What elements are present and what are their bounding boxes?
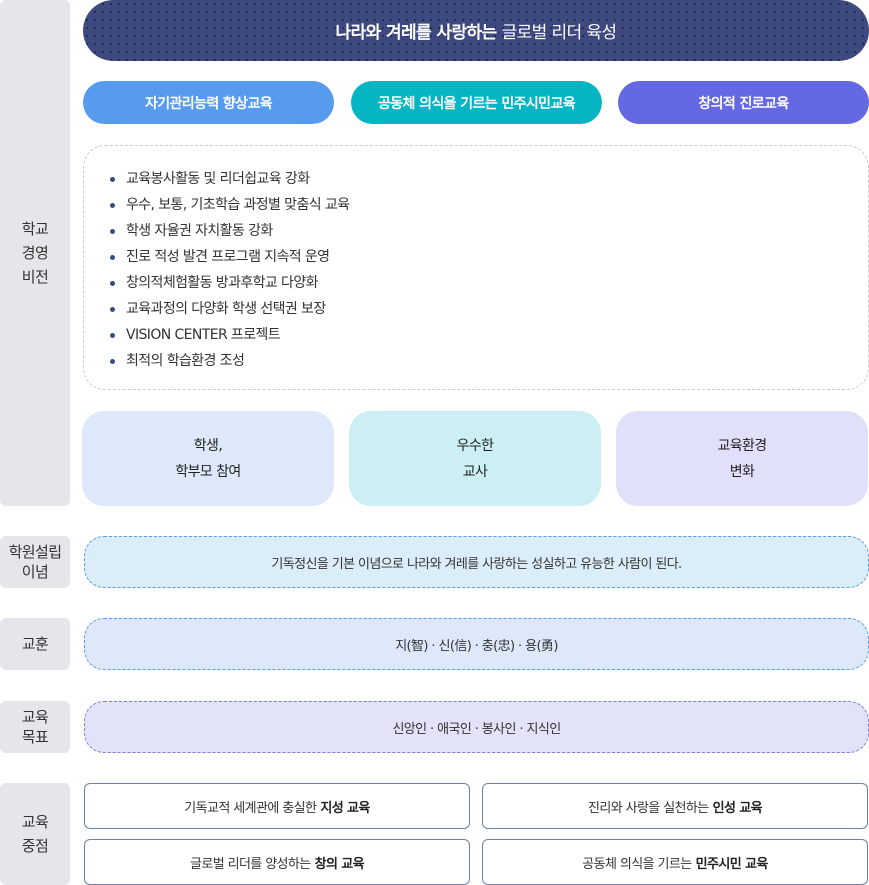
focus-intellect: 기독교적 세계관에 충실한 지성 교육 xyxy=(84,783,470,829)
pill-career-education: 창의적 진로교육 xyxy=(618,81,869,124)
motto-text-box: 지(智) · 신(信) · 충(忠) · 용(勇) xyxy=(84,618,869,670)
focus-regular-text: 진리와 사랑을 실천하는 xyxy=(587,800,709,816)
list-item: 학생 자율권 자치활동 강화 xyxy=(110,218,868,244)
list-item: 교육봉사활동 및 리더쉽교육 강화 xyxy=(110,166,868,192)
focus-civic: 공동체 의식을 기르는 민주시민 교육 xyxy=(482,839,868,885)
vision-list: 교육봉사활동 및 리더쉽교육 강화 우수, 보통, 기초학습 과정별 맞춤식 교… xyxy=(83,145,869,390)
founding-text-box: 기독정신을 기본 이념으로 나라와 겨레를 사랑하는 성실하고 유능한 사람이 … xyxy=(84,536,869,588)
pill-civic-education: 공동체 의식을 기르는 민주시민교육 xyxy=(351,81,602,124)
list-item: 교육과정의 다양화 학생 선택권 보장 xyxy=(110,296,868,322)
focus-bold-text: 지성 교육 xyxy=(320,800,370,816)
pill-self-management: 자기관리능력 향상교육 xyxy=(83,81,334,124)
side-label-focus: 교육 중점 xyxy=(0,783,70,885)
banner-bold-text: 나라와 겨레를 사랑하는 xyxy=(335,23,498,43)
card-line: 변화 xyxy=(729,463,755,480)
card-line: 우수한 xyxy=(456,437,494,454)
focus-regular-text: 기독교적 세계관에 충실한 xyxy=(184,800,317,816)
card-environment: 교육환경 변화 xyxy=(616,411,868,506)
card-teacher: 우수한 교사 xyxy=(349,411,601,506)
vision-banner: 나라와 겨레를 사랑하는 글로벌 리더 육성 xyxy=(83,0,869,61)
list-item: 최적의 학습환경 조성 xyxy=(110,348,868,374)
focus-regular-text: 공동체 의식을 기르는 xyxy=(582,856,692,872)
goal-text-box: 신앙인 · 애국인 · 봉사인 · 지식인 xyxy=(84,701,869,753)
card-line: 학생, xyxy=(193,437,223,454)
card-line: 교육환경 xyxy=(717,437,767,454)
focus-bold-text: 민주시민 교육 xyxy=(695,856,769,872)
side-label-goal: 교육 목표 xyxy=(0,701,70,753)
card-line: 학부모 참여 xyxy=(175,463,241,480)
focus-bold-text: 인성 교육 xyxy=(712,800,763,816)
side-label-school-vision: 학교 경영 비전 xyxy=(0,0,70,506)
focus-regular-text: 글로벌 리더를 양성하는 xyxy=(189,856,311,872)
banner-regular-text: 글로벌 리더 육성 xyxy=(501,23,617,43)
focus-creativity: 글로벌 리더를 양성하는 창의 교육 xyxy=(84,839,470,885)
list-item: 우수, 보통, 기초학습 과정별 맞춤식 교육 xyxy=(110,192,868,218)
focus-character: 진리와 사랑을 실천하는 인성 교육 xyxy=(482,783,868,829)
card-student-parent: 학생, 학부모 참여 xyxy=(82,411,334,506)
focus-bold-text: 창의 교육 xyxy=(314,856,365,872)
list-item: 창의적체험활동 방과후학교 다양화 xyxy=(110,270,868,296)
list-item: VISION CENTER 프로젝트 xyxy=(110,322,868,348)
card-line: 교사 xyxy=(462,463,488,480)
side-label-founding: 학원설립 이념 xyxy=(0,536,70,588)
list-item: 진로 적성 발견 프로그램 지속적 운영 xyxy=(110,244,868,270)
side-label-motto: 교훈 xyxy=(0,618,70,670)
